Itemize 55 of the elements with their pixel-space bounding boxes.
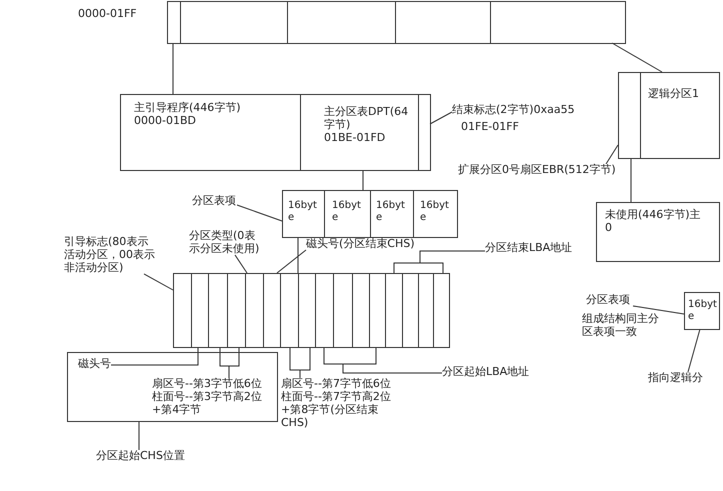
leader-line	[632, 305, 684, 314]
field-label: 16byte	[332, 200, 362, 224]
connector-line	[362, 170, 364, 190]
leader-line	[228, 346, 240, 378]
connector-line	[630, 158, 632, 202]
field-label: 主引导程序(446字节)	[134, 102, 242, 115]
field-label: 主分区表DPT(64字节)	[324, 106, 410, 132]
logical-partition-box	[618, 72, 720, 159]
leader-line	[138, 420, 140, 450]
disk-strip	[167, 1, 626, 44]
field-label: 逻辑分区1	[648, 88, 700, 101]
field-label: 未使用(446字节)主	[605, 209, 702, 222]
byte-field-row	[173, 273, 450, 348]
callout-text: 01FE-01FF	[461, 120, 520, 134]
leader-line	[236, 204, 282, 222]
field-label: 0000-01BD	[134, 114, 197, 128]
callout-text: 分区类型(0表示分区未使用)	[189, 230, 260, 256]
table-entry	[684, 292, 720, 330]
partition-table-row	[282, 190, 458, 238]
callout-text: 扇区号--第3字节低6位柱面号--第3字节高2位+第4字节	[152, 378, 263, 417]
callout-text: 分区起始LBA地址	[442, 366, 530, 379]
callout-text: 引导标志(80表示活动分区，00表示非活动分区)	[64, 236, 156, 275]
leader-line	[234, 254, 248, 274]
field-label: 16byte	[420, 200, 450, 224]
leader-line	[300, 346, 310, 378]
field-label: 0	[605, 222, 613, 235]
leader-line	[342, 346, 442, 374]
callout-text: 结束标志(2字节)0xaa55	[452, 104, 576, 117]
chs-group-box	[67, 352, 278, 422]
callout-text: 扩展分区0号扇区EBR(512字节)	[458, 164, 616, 177]
callout-text: 磁头号	[78, 358, 112, 371]
leader-line	[420, 250, 486, 274]
leader-line	[606, 144, 618, 164]
mbr-box	[120, 94, 431, 171]
callout-text: 分区结束LBA地址	[485, 242, 574, 255]
field-label: 16byte	[376, 200, 406, 224]
note-text: 组成结构同主分区表项一致	[582, 313, 660, 339]
leader-line	[688, 328, 700, 372]
callout-text: 分区表项	[586, 294, 631, 307]
callout-text: 分区起始CHS位置	[96, 450, 186, 463]
leader-line	[110, 346, 198, 366]
field-label: 16byte	[688, 299, 717, 323]
connector-line	[612, 42, 662, 72]
leader-line	[430, 112, 452, 124]
sector-box	[596, 202, 720, 262]
leader-line	[144, 273, 174, 290]
field-label: 01BE-01FD	[324, 132, 386, 145]
note-text: 0000-01FF	[78, 8, 138, 21]
callout-text: 分区表项	[192, 195, 237, 208]
callout-text: 磁头号(分区结束CHS)	[306, 238, 416, 251]
callout-text: 指向逻辑分	[648, 372, 704, 385]
field-label: 16byte	[288, 200, 318, 224]
callout-text: 扇区号--第7字节低6位柱面号--第7字节高2位+第8字节(分区结束CHS)	[281, 378, 392, 430]
leader-line	[276, 249, 306, 274]
connector-line	[172, 42, 174, 94]
